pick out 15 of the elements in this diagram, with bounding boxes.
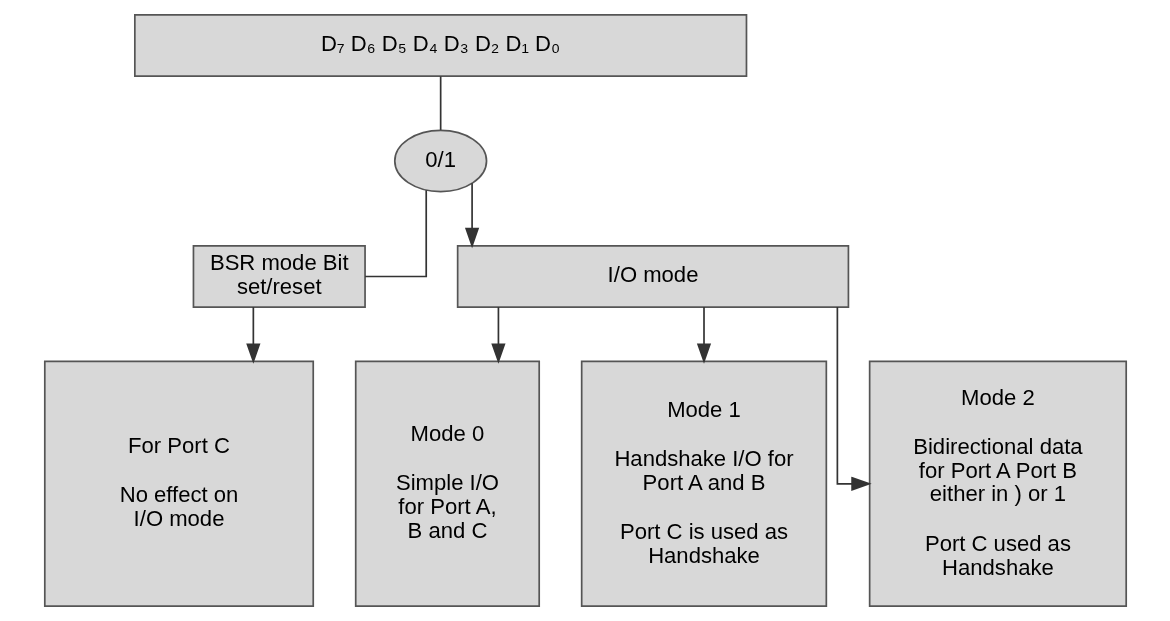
node-box: D₇ D₆ D₅ D₄ D₃ D₂ D₁ D₀ [133,14,747,77]
node-box: Mode 0 Simple I/O for Port A, B and C [354,360,540,607]
arrow [696,306,711,364]
arrow [490,306,506,364]
node-box: BSR mode Bit set/reset [192,245,366,308]
arrow [464,182,479,249]
arrow [836,306,872,491]
connector [439,75,441,131]
node-box: I/O mode [456,245,849,308]
arrow [245,306,260,364]
node-box: For Port C No effect on I/O mode [43,360,314,607]
node-box: Mode 2 Bidirectional data for Port A Port B either in ) or 1 Port C used as Handshake [868,360,1127,607]
node-box: Mode 1 Handshake I/O for Port A and B Port C is used as Handshake [580,360,827,607]
connector [363,189,427,278]
node-ellipse: 0/1 [393,129,487,193]
